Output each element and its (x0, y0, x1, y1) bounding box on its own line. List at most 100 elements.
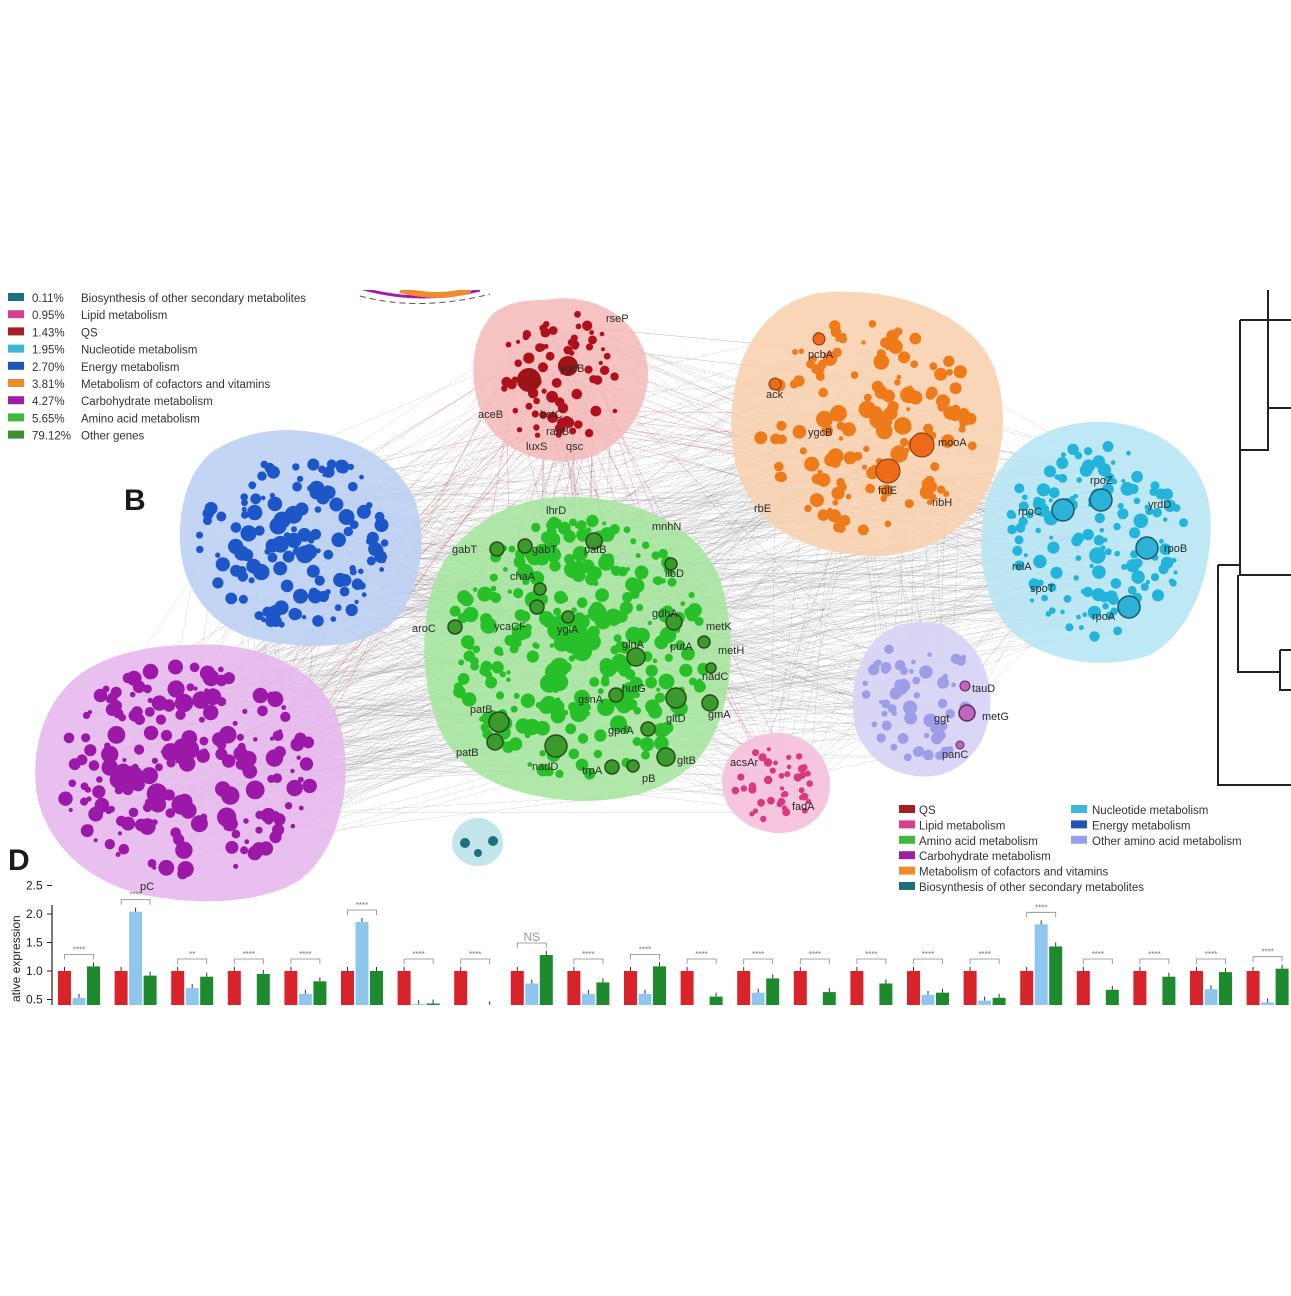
pie-fragment (360, 288, 490, 304)
network-node (307, 565, 320, 578)
network-node (741, 785, 747, 791)
significance-label: **** (356, 901, 368, 910)
network-node (119, 844, 130, 855)
network-node (302, 615, 306, 619)
network-node (255, 827, 262, 834)
y-tick-label: 2.0 (26, 907, 43, 921)
network-node (217, 808, 236, 827)
network-node (514, 693, 520, 699)
network-node (1131, 471, 1143, 483)
gene-label: gabT (452, 544, 477, 556)
network-node (164, 789, 175, 800)
network-node (108, 726, 126, 744)
gene-label: gsnA (578, 694, 604, 706)
network-node (564, 561, 581, 578)
network-node (156, 715, 166, 725)
legend-category: Lipid metabolism (81, 310, 167, 322)
significance-bracket (857, 959, 886, 964)
legend-percent: 1.43% (32, 327, 65, 339)
network-node (793, 425, 807, 439)
gene-label: acsAr (730, 757, 758, 769)
network-node (265, 616, 276, 627)
network-node (333, 573, 347, 587)
network-node (256, 565, 263, 572)
hub-node (627, 760, 639, 772)
gene-label: rbE (754, 503, 771, 515)
network-node (289, 608, 301, 620)
bar (1077, 971, 1090, 1010)
network-node (1076, 555, 1082, 561)
network-node (800, 447, 807, 454)
network-node (273, 561, 287, 575)
network-node (577, 597, 588, 608)
network-node (591, 603, 596, 608)
y-tick-label: 1.0 (26, 964, 43, 978)
network-node (799, 787, 805, 793)
significance-bracket (178, 959, 207, 964)
network-node (309, 481, 325, 497)
bar (144, 976, 157, 1010)
network-node (553, 687, 559, 693)
network-node (1076, 615, 1081, 620)
category-legend-item: Energy metabolism (1071, 820, 1190, 832)
significance-bracket (574, 959, 603, 964)
network-node (777, 801, 783, 807)
significance-label: **** (1035, 903, 1047, 912)
network-node (937, 677, 949, 689)
bar-group: **** (228, 950, 270, 1010)
hub-node (487, 734, 503, 750)
network-node (630, 538, 636, 544)
network-node (302, 544, 317, 559)
bar-group: **** (115, 891, 157, 1010)
legend-percent: 5.65% (32, 413, 65, 425)
network-node (286, 533, 301, 548)
network-node (732, 787, 740, 795)
hub-node (876, 459, 900, 483)
network-node (938, 699, 947, 708)
network-node (912, 677, 920, 685)
network-node (58, 792, 72, 806)
network-node (613, 409, 618, 414)
network-node (787, 765, 792, 770)
network-node (1092, 565, 1106, 579)
network-node (1035, 528, 1041, 534)
network-node (331, 616, 337, 622)
bar (752, 993, 765, 1010)
network-node (1007, 525, 1016, 534)
network-node (572, 389, 583, 400)
network-node (624, 526, 631, 533)
network-node (503, 567, 508, 572)
hub-node (545, 735, 567, 757)
network-node (757, 799, 765, 807)
network-node (689, 592, 695, 598)
bar (171, 971, 184, 1010)
legend-swatch (899, 836, 915, 844)
y-axis-label: ative expression (9, 915, 23, 1002)
network-node (900, 667, 908, 675)
gene-label: glnA (622, 639, 645, 651)
network-node (354, 600, 358, 604)
bar (978, 1001, 991, 1010)
legend-category: Metabolism of cofactors and vitamins (919, 867, 1108, 879)
gene-label: metK (706, 621, 732, 633)
gene-label: ygcB (808, 427, 832, 439)
legend-swatch (8, 396, 24, 404)
network-node (1016, 523, 1026, 533)
network-node (335, 604, 342, 611)
network-node (546, 352, 555, 361)
network-node (1049, 536, 1053, 540)
bar-group: **** (1020, 903, 1062, 1010)
network-node (1129, 527, 1140, 538)
network-node (737, 774, 744, 781)
network-node (221, 786, 239, 804)
network-node (844, 451, 857, 464)
network-node (202, 748, 208, 754)
network-node (1010, 512, 1016, 518)
legend-swatch (899, 882, 915, 890)
network-node (832, 500, 838, 506)
network-node (898, 733, 909, 744)
bar (1205, 989, 1218, 1010)
network-node (1105, 548, 1112, 555)
network-node (1100, 528, 1105, 533)
network-node (346, 604, 358, 616)
